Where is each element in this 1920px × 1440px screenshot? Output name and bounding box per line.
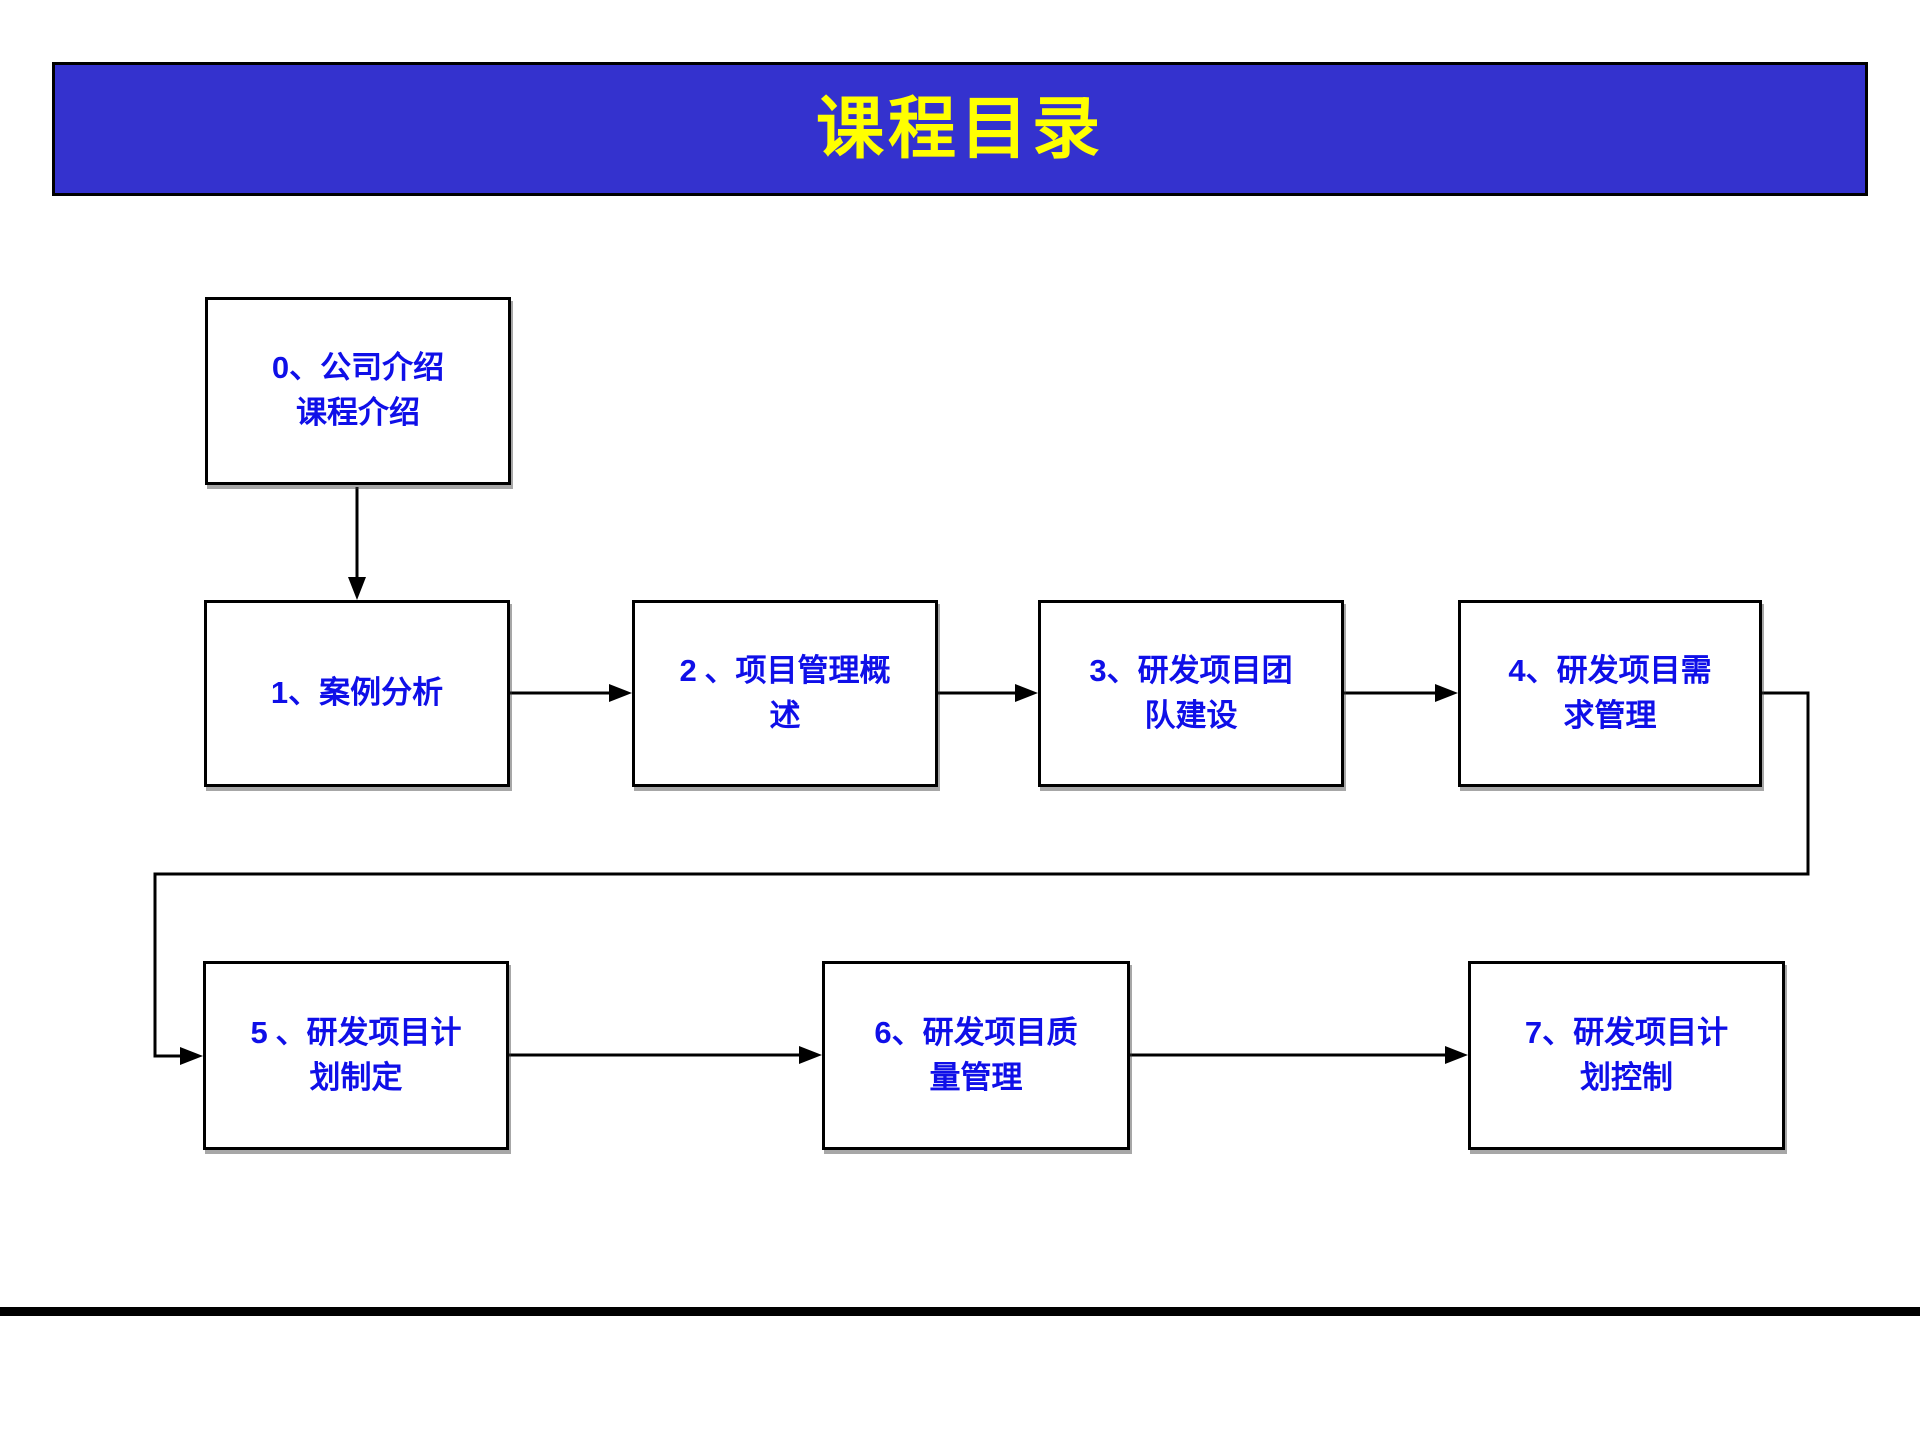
- arrowhead-1-2: [609, 684, 632, 702]
- box-text: 、案例分析: [288, 675, 444, 711]
- page-title: 课程目录: [815, 91, 1104, 167]
- box-text-line2: 量管理: [929, 1059, 1023, 1095]
- flow-box-2-label: 2 、项目管理概 述: [680, 649, 891, 739]
- box-text: 、研发项目计: [267, 1014, 462, 1050]
- arrowhead-4-5: [180, 1047, 203, 1065]
- box-text-line2: 队建设: [1144, 697, 1238, 733]
- flow-box-5: 5 、研发项目计 划制定: [203, 961, 509, 1150]
- flow-box-2: 2 、项目管理概 述: [632, 600, 938, 787]
- box-number: 4: [1508, 652, 1526, 688]
- flow-box-3-label: 3、研发项目团 队建设: [1089, 649, 1292, 739]
- arrowhead-5-6: [799, 1046, 822, 1064]
- box-text-line2: 求管理: [1563, 697, 1657, 733]
- flow-box-6: 6、研发项目质 量管理: [822, 961, 1130, 1150]
- box-text: 、研发项目计: [1542, 1014, 1729, 1050]
- box-text: 、公司介绍: [289, 350, 445, 386]
- box-text: 、项目管理概: [696, 652, 891, 688]
- flow-box-3: 3、研发项目团 队建设: [1038, 600, 1344, 787]
- box-text-line2: 课程介绍: [296, 395, 420, 430]
- flow-box-5-label: 5 、研发项目计 划制定: [251, 1011, 462, 1101]
- arrowhead-3-4: [1435, 684, 1458, 702]
- box-number: 0: [271, 350, 290, 386]
- flow-box-7-label: 7、研发项目计 划控制: [1525, 1011, 1728, 1101]
- box-number: 5: [250, 1014, 268, 1050]
- box-number: 2: [679, 652, 697, 688]
- box-text: 、研发项目质: [891, 1014, 1078, 1050]
- title-bar: 课程目录: [52, 62, 1868, 196]
- box-number: 6: [874, 1014, 892, 1050]
- box-text-line2: 划制定: [309, 1059, 403, 1095]
- flow-box-6-label: 6、研发项目质 量管理: [874, 1011, 1077, 1101]
- flow-box-7: 7、研发项目计 划控制: [1468, 961, 1785, 1150]
- box-text: 、研发项目需: [1525, 652, 1712, 688]
- box-text: 、研发项目团: [1106, 652, 1293, 688]
- box-number: 7: [1524, 1014, 1543, 1050]
- flow-box-1-label: 1、案例分析: [271, 671, 443, 716]
- flow-box-0-label: 0、公司介绍 课程介绍: [272, 346, 444, 436]
- box-text-line2: 述: [769, 697, 801, 733]
- arrowhead-6-7: [1445, 1046, 1468, 1064]
- flow-box-0: 0、公司介绍 课程介绍: [205, 297, 511, 485]
- arrowhead-0-1: [348, 577, 366, 600]
- box-number: 3: [1089, 652, 1107, 688]
- arrowhead-2-3: [1015, 684, 1038, 702]
- bottom-divider: [0, 1307, 1920, 1316]
- flow-box-1: 1、案例分析: [204, 600, 510, 787]
- box-number: 1: [270, 675, 289, 711]
- flow-box-4: 4、研发项目需 求管理: [1458, 600, 1762, 787]
- box-text-line2: 划控制: [1580, 1059, 1673, 1095]
- flow-box-4-label: 4、研发项目需 求管理: [1508, 649, 1711, 739]
